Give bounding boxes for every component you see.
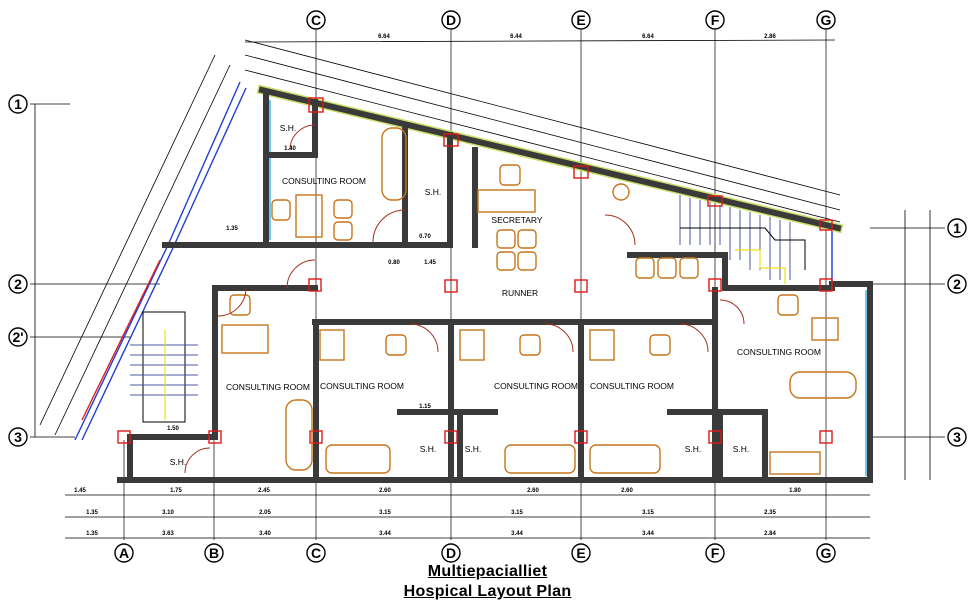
svg-text:3.40: 3.40 [259, 531, 271, 537]
svg-text:1: 1 [14, 96, 22, 112]
columns [117, 97, 833, 444]
svg-text:1.40: 1.40 [284, 146, 296, 152]
svg-text:1.45: 1.45 [424, 260, 436, 266]
svg-text:D: D [446, 545, 456, 561]
svg-text:E: E [576, 545, 585, 561]
svg-text:3.15: 3.15 [379, 510, 391, 516]
room-label-sh: S.H. [733, 444, 750, 454]
svg-text:C: C [311, 545, 321, 561]
svg-text:1.15: 1.15 [419, 404, 431, 410]
svg-text:1.45: 1.45 [74, 488, 86, 494]
svg-text:2.05: 2.05 [259, 510, 271, 516]
svg-text:6.44: 6.44 [510, 34, 522, 40]
svg-text:2.45: 2.45 [258, 488, 270, 494]
room-label-sh: S.H. [685, 444, 702, 454]
svg-text:F: F [711, 12, 720, 28]
svg-text:2': 2' [12, 329, 23, 345]
svg-text:1.75: 1.75 [170, 488, 182, 494]
room-label-consulting: CONSULTING ROOM [226, 382, 310, 392]
grid-bubbles-top: C D E F G [306, 10, 836, 30]
svg-text:B: B [209, 545, 219, 561]
svg-text:3.15: 3.15 [511, 510, 523, 516]
svg-text:1.35: 1.35 [226, 226, 238, 232]
svg-text:3.44: 3.44 [379, 531, 391, 537]
grid-lines [30, 30, 945, 540]
svg-text:0.70: 0.70 [419, 234, 431, 240]
dimension-labels: 1.45 1.75 2.45 2.60 2.60 2.60 1.80 1.35 … [74, 34, 801, 537]
svg-text:6.64: 6.64 [378, 34, 390, 40]
staircase-right [679, 195, 806, 284]
room-label-consulting: CONSULTING ROOM [737, 347, 821, 357]
room-label-consulting: CONSULTING ROOM [320, 381, 404, 391]
grid-bubbles-side: 1 2 2' 3 1 2 3 [8, 94, 967, 447]
svg-text:3.63: 3.63 [162, 531, 174, 537]
svg-text:F: F [711, 545, 720, 561]
svg-text:1.80: 1.80 [789, 488, 801, 494]
svg-text:6.64: 6.64 [642, 34, 654, 40]
svg-text:1.35: 1.35 [86, 510, 98, 516]
svg-text:2.60: 2.60 [527, 488, 539, 494]
room-label-consulting: CONSULTING ROOM [590, 381, 674, 391]
room-labels: CONSULTING ROOM CONSULTING ROOM CONSULTI… [170, 123, 821, 467]
svg-text:E: E [576, 12, 585, 28]
svg-text:2.35: 2.35 [764, 510, 776, 516]
drawing-subtitle: Hospical Layout Plan [403, 583, 572, 600]
room-label-sh: S.H. [280, 123, 297, 133]
svg-text:2: 2 [14, 276, 22, 292]
furniture [221, 127, 857, 475]
svg-text:2: 2 [953, 276, 961, 292]
room-label-consulting: CONSULTING ROOM [494, 381, 578, 391]
room-label-sh: S.H. [420, 444, 437, 454]
svg-text:1: 1 [953, 220, 961, 236]
svg-text:3.44: 3.44 [511, 531, 523, 537]
svg-text:2.60: 2.60 [379, 488, 391, 494]
room-label-runner: RUNNER [502, 288, 538, 298]
svg-text:A: A [119, 545, 129, 561]
drawing-title: Multiepacialliet [427, 563, 548, 580]
room-label-consulting: CONSULTING ROOM [282, 176, 366, 186]
room-label-sh: S.H. [465, 444, 482, 454]
doors [184, 124, 745, 474]
svg-text:G: G [821, 545, 832, 561]
room-label-secretary: SECRETARY [491, 215, 543, 225]
svg-text:3.10: 3.10 [162, 510, 174, 516]
svg-text:G: G [821, 12, 832, 28]
svg-text:3.15: 3.15 [642, 510, 654, 516]
svg-text:1.50: 1.50 [167, 426, 179, 432]
svg-text:3: 3 [14, 429, 22, 445]
svg-text:C: C [311, 12, 321, 28]
grid-bubbles-bottom: A B C D E F G [114, 543, 836, 563]
walls [117, 84, 873, 483]
room-label-sh: S.H. [170, 457, 187, 467]
svg-text:3: 3 [953, 429, 961, 445]
svg-text:0.80: 0.80 [388, 260, 400, 266]
svg-text:2.60: 2.60 [621, 488, 633, 494]
room-label-sh: S.H. [425, 187, 442, 197]
svg-text:2.86: 2.86 [764, 34, 776, 40]
staircase-left [130, 311, 198, 423]
svg-text:1.35: 1.35 [86, 531, 98, 537]
svg-text:2.84: 2.84 [764, 531, 776, 537]
svg-text:3.44: 3.44 [642, 531, 654, 537]
svg-text:D: D [446, 12, 456, 28]
